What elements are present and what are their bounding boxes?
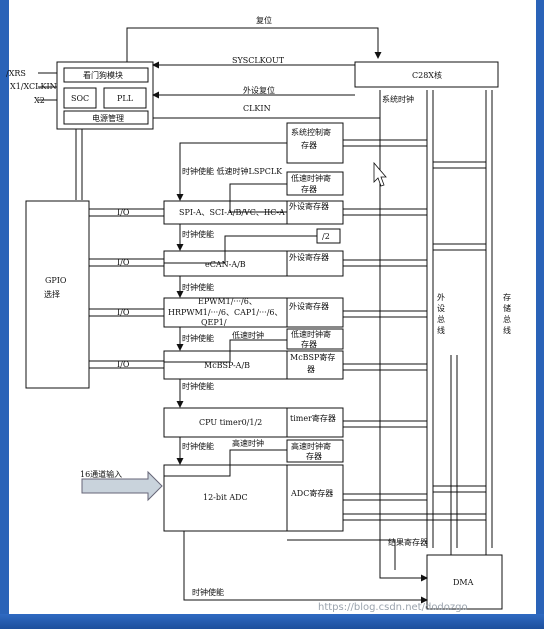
spi-sci-i2c-label: SPI-A、SCI-A/B/VC、IIC-A [179,208,285,217]
adc-reg-label: ADC寄存器 [290,488,333,498]
clock-enable-label-4: 时钟使能 [182,381,214,391]
mcbsp-reg-label-1: McBSP寄存 [290,352,335,362]
pll-block [103,87,147,109]
adc-input-label: 16通道输入 [80,469,122,479]
epwm-label-3: QEP1/ [201,318,227,327]
slide-footer-band [0,614,544,629]
low-speed-clock-label: 低速时钟 [232,330,264,340]
peripheral-bus-label-2: 设 [437,303,445,313]
high-speed-clock-label: 高速时钟 [232,438,264,448]
diagram-sheet [9,0,536,614]
memory-bus-label-2: 储 [503,303,511,313]
xrs-pin-label: /XRS [6,69,26,78]
watchdog-block [63,67,149,83]
gpio-block [25,200,90,389]
low-speed-reg2-label-1: 低速时钟寄 [291,329,331,339]
cpu-timer-label: CPU timer0/1/2 [199,418,262,427]
sys-ctrl-reg-label-2: 存器 [301,140,317,150]
gpio-mux-label: 选择 [44,289,60,299]
power-manage-block [63,110,149,125]
sysclkout-label: SYSCLKOUT [232,56,285,65]
x2-pin-label: X2 [34,96,45,105]
div2-label: /2 [322,232,330,241]
low-speed-reg-label-2: 存器 [301,184,317,194]
peripheral-bus-label-4: 线 [437,325,445,335]
result-reg-label: 结果寄存器 [388,537,428,547]
epwm-reg-label: 外设寄存器 [289,301,329,311]
peripheral-bus-label-3: 总 [437,314,445,324]
io-label-4: I/O [117,360,130,369]
memory-bus-label-1: 存 [503,292,511,302]
peripheral-reset-label: 外设复位 [243,85,275,95]
clock-enable-label-1: 时钟使能 [182,229,214,239]
clkin-label: CLKIN [243,104,271,113]
high-speed-reg-label-2: 存器 [306,451,322,461]
timer-reg-block [286,407,344,438]
timer-reg-label: timer寄存器 [290,413,336,423]
gpio-label: GPIO [45,276,67,285]
memory-bus-label-3: 总 [503,314,511,324]
high-speed-reg-label-1: 高速时钟寄 [291,441,331,451]
analog-input-arrow [81,470,163,502]
c28x-core-label: C28X核 [412,70,442,80]
clock-enable-label-3: 时钟使能 [182,333,214,343]
reset-label: 复位 [256,15,272,25]
system-clock-label: 系统时钟 [382,94,414,104]
mouse-pointer-icon [373,161,387,187]
clock-enable-label-2: 时钟使能 [182,282,214,292]
low-speed-reg-label-1: 低速时钟寄 [291,173,331,183]
epwm-label-1: EPWM1/···/6、 [198,297,257,306]
clock-enable-label-5: 时钟使能 [182,441,214,451]
memory-bus-label-4: 线 [503,325,511,335]
clock-enable-label-6: 时钟使能 [192,587,224,597]
sys-ctrl-reg-label-1: 系统控制寄 [291,127,331,137]
ecan-reg-label: 外设寄存器 [289,252,329,262]
mcbsp-reg-label-2: 器 [307,365,315,374]
ecan-reg-block [286,250,344,277]
mcbsp-label: McBSP-A/B [204,361,250,370]
clock-enable-low-speed-label: 时钟使能 低速时钟LSPCLK [182,166,283,176]
high-speed-clock-reg-block [286,439,344,463]
low-speed-reg2-label-2: 存器 [301,339,317,349]
mcbsp-reg-block [286,350,344,380]
soc-block [63,87,97,109]
io-label-1: I/O [117,208,130,217]
io-label-2: I/O [117,258,130,267]
io-label-3: I/O [117,308,130,317]
x1-xclkin-pin-label: X1/XCLKIN [10,82,57,91]
adc-reg-block [286,464,344,532]
adc-label: 12-bit ADC [203,493,248,502]
watchdog-label: 看门狗模块 [83,70,123,80]
power-manage-label: 电源管理 [92,113,124,123]
dma-label: DMA [453,578,474,587]
dma-block [426,554,503,610]
pll-label: PLL [117,94,134,103]
ecan-label: eCAN-A/B [205,260,246,269]
c28x-core-block [354,61,499,88]
epwm-reg-block [286,297,344,328]
watermark-text: https://blog.csdn.net/dodozgo [318,602,468,613]
epwm-label-2: HRPWM1/···/6、CAP1/···/6、 [168,308,282,317]
peripheral-bus-label-1: 外 [437,292,445,302]
low-speed-clock-reg2-block [286,328,344,350]
peripheral-reg-label: 外设寄存器 [289,201,329,211]
soc-label: SOC [71,94,89,103]
